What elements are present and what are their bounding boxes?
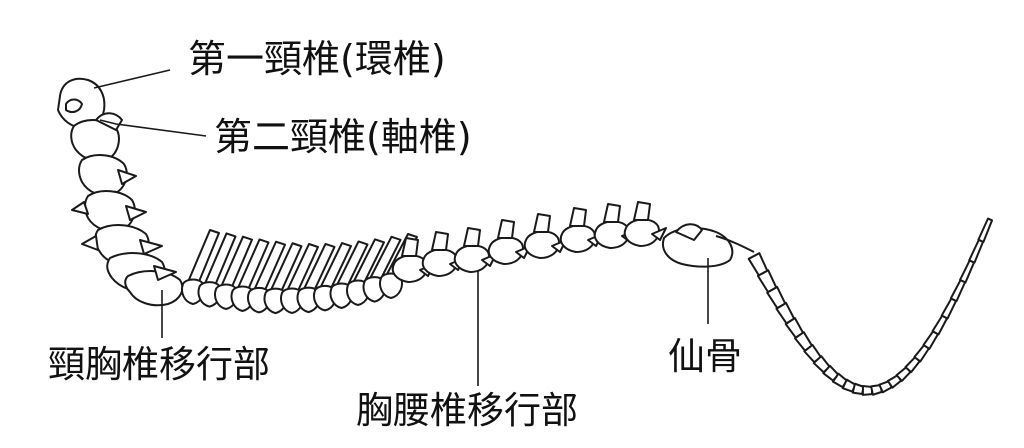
leader-lines <box>93 69 709 386</box>
axis-label: 第二頸椎(軸椎) <box>214 115 472 159</box>
atlas-label: 第一頸椎(環椎) <box>188 37 446 81</box>
lumbar-spinous-process <box>569 207 587 227</box>
cervical-vertebra-c7 <box>124 270 184 307</box>
lumbar-spinous-process <box>633 201 651 221</box>
cervical-process <box>125 205 147 221</box>
sacrum-bone <box>662 223 755 268</box>
cervical-vertebrae <box>57 77 184 307</box>
thoracic-vertebral-body <box>379 272 403 299</box>
lumbar-spinous-process <box>603 203 621 223</box>
lumbar-spinous-process <box>431 231 449 251</box>
atlas-wing <box>65 98 83 113</box>
thoracic-vertebrae <box>181 229 418 315</box>
sacrum-wing <box>675 223 703 241</box>
lumbar-transverse-process <box>651 227 667 241</box>
caudal-vertebra <box>977 217 994 243</box>
caudal-vertebra <box>968 238 985 264</box>
cervical-process <box>71 201 89 215</box>
sacrum-label: 仙骨 <box>668 335 742 378</box>
lumbar-spinous-process <box>401 237 419 257</box>
cervical-process <box>117 169 137 185</box>
cervicothoracic-junction-label: 頸胸椎移行部 <box>48 343 270 386</box>
atlas-leader-line <box>93 69 171 89</box>
lumbar-spinous-process <box>533 213 551 233</box>
sacrum-ridge <box>715 235 755 253</box>
lumbar-spinous-process <box>497 219 515 239</box>
thoracolumbar-junction-label: 胸腰椎移行部 <box>356 389 578 432</box>
lumbar-spinous-process <box>463 227 481 247</box>
cervical-process <box>81 235 99 251</box>
axis-leader-line <box>99 119 207 137</box>
caudal-vertebra <box>959 259 976 284</box>
caudal-vertebra <box>931 314 948 336</box>
caudal-vertebra <box>949 279 967 303</box>
cervical-process <box>139 239 163 255</box>
lumbar-vertebrae <box>391 201 667 283</box>
caudal-vertebrae <box>747 217 994 396</box>
cervical-process <box>153 265 177 281</box>
caudal-vertebra <box>940 297 958 320</box>
